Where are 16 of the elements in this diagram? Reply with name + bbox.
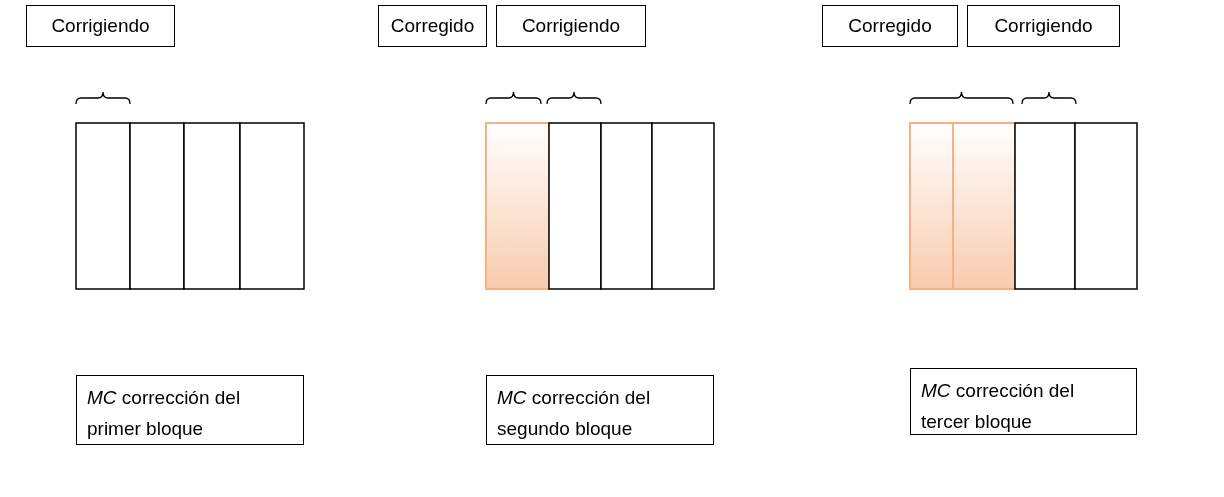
- label-box: [496, 5, 646, 47]
- caption-box: [486, 375, 714, 445]
- caption-text: MC corrección del primer bloque: [87, 386, 242, 441]
- label-text: Corrigiendo: [51, 15, 150, 37]
- label-text: Corregido: [390, 15, 475, 37]
- label-text: Corrigiendo: [521, 15, 621, 37]
- label-box: [378, 5, 487, 47]
- caption-text: MC corrección del tercer bloque: [921, 379, 1076, 434]
- caption-box: [910, 368, 1137, 435]
- label-text: Corrigiendo: [994, 15, 1093, 37]
- caption-box: [76, 375, 304, 445]
- label-box: [26, 5, 175, 47]
- caption-text: MC corrección del segundo bloque: [497, 386, 652, 441]
- label-text: Corregido: [848, 15, 932, 37]
- label-box: [967, 5, 1120, 47]
- label-box: [822, 5, 958, 47]
